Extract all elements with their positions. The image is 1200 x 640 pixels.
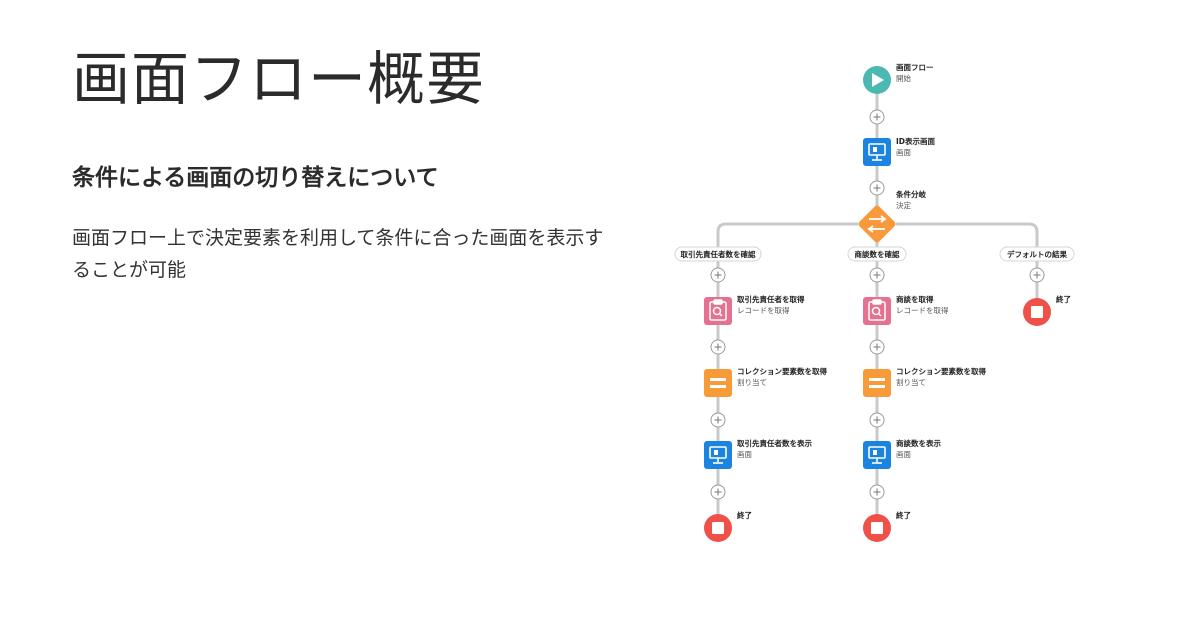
monitor-icon: [868, 446, 886, 464]
end-node-label: 終了: [1056, 294, 1071, 304]
get-records-sub: レコードを取得: [896, 305, 949, 315]
get-records-box: [704, 297, 732, 325]
branch-label-mid: 商談数を確認: [855, 249, 900, 259]
stop-icon: [712, 522, 724, 534]
get-records-label: 商談を取得: [896, 294, 934, 304]
decision-icon: [867, 215, 887, 233]
get-records-sub: レコードを取得: [737, 305, 790, 315]
screen-node-sub: 画面: [896, 148, 911, 157]
screen-node-label: 商談数を表示: [896, 438, 941, 448]
branch-label-left: 取引先責任者数を確認: [681, 249, 756, 259]
screen-node-label: ID表示画面: [896, 136, 936, 146]
page-description: 画面フロー上で決定要素を利用して条件に合った画面を表示することが可能: [72, 227, 604, 281]
get-records-node-mid[interactable]: 商談を取得 レコードを取得: [863, 294, 949, 325]
assignment-box: [863, 369, 891, 397]
end-node-mid[interactable]: 終了: [863, 510, 911, 542]
decision-node-sub: 決定: [896, 200, 911, 210]
branch-labels: 取引先責任者数を確認 商談数を確認 デフォルトの結果: [674, 246, 1075, 262]
get-records-label: 取引先責任者を取得: [737, 294, 805, 304]
end-node-label: 終了: [737, 510, 752, 520]
start-node[interactable]: 画面フロー 開始: [863, 63, 934, 94]
assignment-sub: 割り当て: [737, 377, 767, 387]
add-node[interactable]: [869, 109, 885, 125]
add-node[interactable]: [710, 267, 726, 283]
branch-pill-mid: [847, 246, 907, 262]
assignment-label: コレクション要素数を取得: [896, 366, 986, 376]
equals-icon: [710, 378, 726, 388]
add-node[interactable]: [869, 412, 885, 428]
page-title: 画面フロー概要: [72, 45, 486, 113]
monitor-icon: [709, 446, 727, 464]
branch-pill-left: [674, 246, 762, 262]
equals-icon: [869, 378, 885, 388]
screen-node-left[interactable]: 取引先責任者数を表示 画面: [704, 438, 812, 469]
branch-pill-right: [999, 246, 1075, 262]
screen-node-id[interactable]: ID表示画面 画面: [863, 136, 936, 166]
page-subtitle: 条件による画面の切り替えについて: [72, 165, 439, 191]
add-nodes[interactable]: [710, 109, 1045, 500]
add-node[interactable]: [1029, 267, 1045, 283]
end-node-left[interactable]: 終了: [704, 510, 752, 542]
add-node[interactable]: [869, 267, 885, 283]
add-node[interactable]: [710, 484, 726, 500]
stop-icon: [1031, 306, 1043, 318]
get-records-node-left[interactable]: 取引先責任者を取得 レコードを取得: [704, 294, 805, 325]
clipboard-search-icon: [709, 299, 727, 321]
stop-icon: [871, 522, 883, 534]
monitor-icon: [868, 143, 886, 161]
play-icon: [872, 73, 884, 87]
screen-node-mid[interactable]: 商談数を表示 画面: [863, 438, 941, 469]
end-node-label: 終了: [896, 510, 911, 520]
connector-left: [716, 222, 858, 528]
end-node-right[interactable]: 終了: [1023, 294, 1071, 326]
assignment-label: コレクション要素数を取得: [737, 366, 827, 376]
clipboard-search-icon: [868, 299, 886, 321]
screen-node-sub: 画面: [737, 450, 752, 459]
assignment-node-mid[interactable]: コレクション要素数を取得 割り当て: [863, 366, 986, 397]
decision-node-label: 条件分岐: [895, 189, 926, 199]
assignment-node-left[interactable]: コレクション要素数を取得 割り当て: [704, 366, 827, 397]
branch-label-right: デフォルトの結果: [1007, 249, 1067, 259]
decision-node-diamond: [858, 205, 896, 243]
add-node[interactable]: [710, 339, 726, 355]
add-node[interactable]: [869, 180, 885, 196]
connector-right: [896, 222, 1039, 312]
assignment-sub: 割り当て: [896, 377, 926, 387]
decision-node[interactable]: 条件分岐 決定: [857, 189, 926, 244]
get-records-box: [863, 297, 891, 325]
screen-node-sub: 画面: [896, 450, 911, 459]
start-node-sub: 開始: [896, 73, 911, 83]
screen-node-label: 取引先責任者数を表示: [737, 438, 812, 448]
add-node[interactable]: [869, 484, 885, 500]
add-node[interactable]: [710, 412, 726, 428]
assignment-box: [704, 369, 732, 397]
start-node-label: 画面フロー: [896, 63, 934, 72]
add-node[interactable]: [869, 339, 885, 355]
